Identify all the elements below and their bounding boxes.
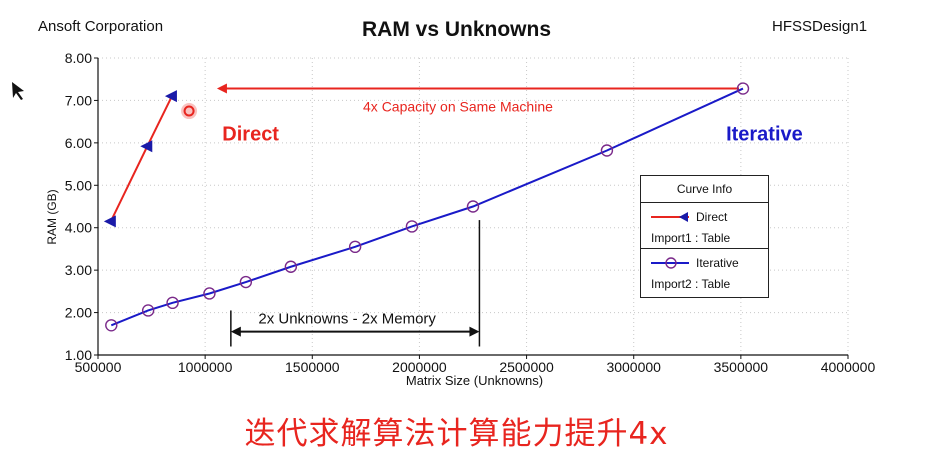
highlight-glow bbox=[181, 103, 198, 120]
x-tick-label: 1500000 bbox=[285, 359, 340, 375]
legend-title: Curve Info bbox=[676, 182, 733, 196]
data-point-iterative bbox=[203, 287, 216, 300]
legend-swatches bbox=[651, 212, 689, 269]
data-point-direct bbox=[140, 140, 153, 153]
x-tick-label: 3500000 bbox=[714, 359, 769, 375]
x-tick-label: 3000000 bbox=[606, 359, 661, 375]
axes bbox=[94, 57, 849, 359]
design-name-label: HFSSDesign1 bbox=[772, 18, 868, 35]
data-point-iterative bbox=[239, 275, 253, 289]
series-line-iterative bbox=[110, 87, 744, 327]
caption-text: 迭代求解算法计算能力提升4x bbox=[244, 416, 669, 452]
tick-labels: 1.00 2.00 3.00 4.00 5.00 6.00 7.00 8.00 500000 10… bbox=[65, 50, 876, 375]
y-tick-label: 1.00 bbox=[65, 347, 92, 363]
chart-title: RAM vs Unknowns bbox=[361, 18, 552, 41]
y-tick-label: 2.00 bbox=[65, 305, 92, 321]
legend-triangle-marker bbox=[679, 212, 688, 222]
company-label: Ansoft Corporation bbox=[38, 18, 164, 35]
legend-entry-iterative: Iterative bbox=[696, 256, 739, 270]
data-point-iterative bbox=[405, 220, 419, 233]
annotations: 4x Capacity on Same Machine 2x Unknowns -… bbox=[181, 83, 803, 347]
legend-entry-direct: Direct bbox=[696, 210, 728, 224]
memory-annotation: 2x Unknowns - 2x Memory bbox=[258, 311, 436, 328]
y-tick-label: 3.00 bbox=[65, 262, 92, 278]
legend-source-iterative: Import2 : Table bbox=[651, 277, 731, 291]
data-point-iterative bbox=[736, 82, 750, 95]
data-point-iterative bbox=[105, 319, 118, 332]
legend-source-direct: Import1 : Table bbox=[651, 231, 731, 245]
x-axis-label: Matrix Size (Unknowns) bbox=[405, 373, 544, 388]
highlight-point bbox=[183, 105, 195, 117]
x-tick-label: 2500000 bbox=[499, 359, 554, 375]
x-tick-label: 2000000 bbox=[392, 359, 447, 375]
x-tick-label: 4000000 bbox=[821, 359, 876, 375]
y-tick-label: 8.00 bbox=[65, 50, 92, 66]
series-group bbox=[103, 82, 750, 332]
x-tick-label: 500000 bbox=[75, 359, 122, 375]
y-tick-label: 5.00 bbox=[65, 177, 92, 193]
data-point-iterative bbox=[141, 304, 155, 317]
data-point-direct bbox=[103, 215, 116, 228]
legend-box: Curve Info Direct Import1 : Table Iterat… bbox=[640, 175, 769, 298]
y-tick-label: 6.00 bbox=[65, 135, 92, 151]
x-tick-label: 1000000 bbox=[178, 359, 233, 375]
data-point-iterative bbox=[466, 200, 480, 213]
data-point-direct bbox=[164, 90, 177, 103]
data-point-iterative bbox=[348, 240, 362, 254]
data-point-iterative bbox=[284, 260, 298, 273]
data-point-iterative bbox=[166, 296, 179, 310]
capacity-annotation: 4x Capacity on Same Machine bbox=[363, 99, 553, 115]
y-tick-label: 4.00 bbox=[65, 220, 92, 236]
legend-circle-marker bbox=[665, 257, 677, 269]
mouse-cursor-icon bbox=[12, 82, 24, 100]
bracket-arrow-left bbox=[230, 326, 241, 337]
iterative-label: Iterative bbox=[726, 124, 803, 146]
capacity-arrow-head bbox=[216, 83, 227, 94]
bracket-arrow-right bbox=[469, 326, 480, 337]
series-line-direct bbox=[109, 95, 173, 222]
y-tick-label: 7.00 bbox=[65, 92, 92, 108]
direct-label: Direct bbox=[222, 124, 279, 146]
data-point-iterative bbox=[600, 144, 614, 157]
